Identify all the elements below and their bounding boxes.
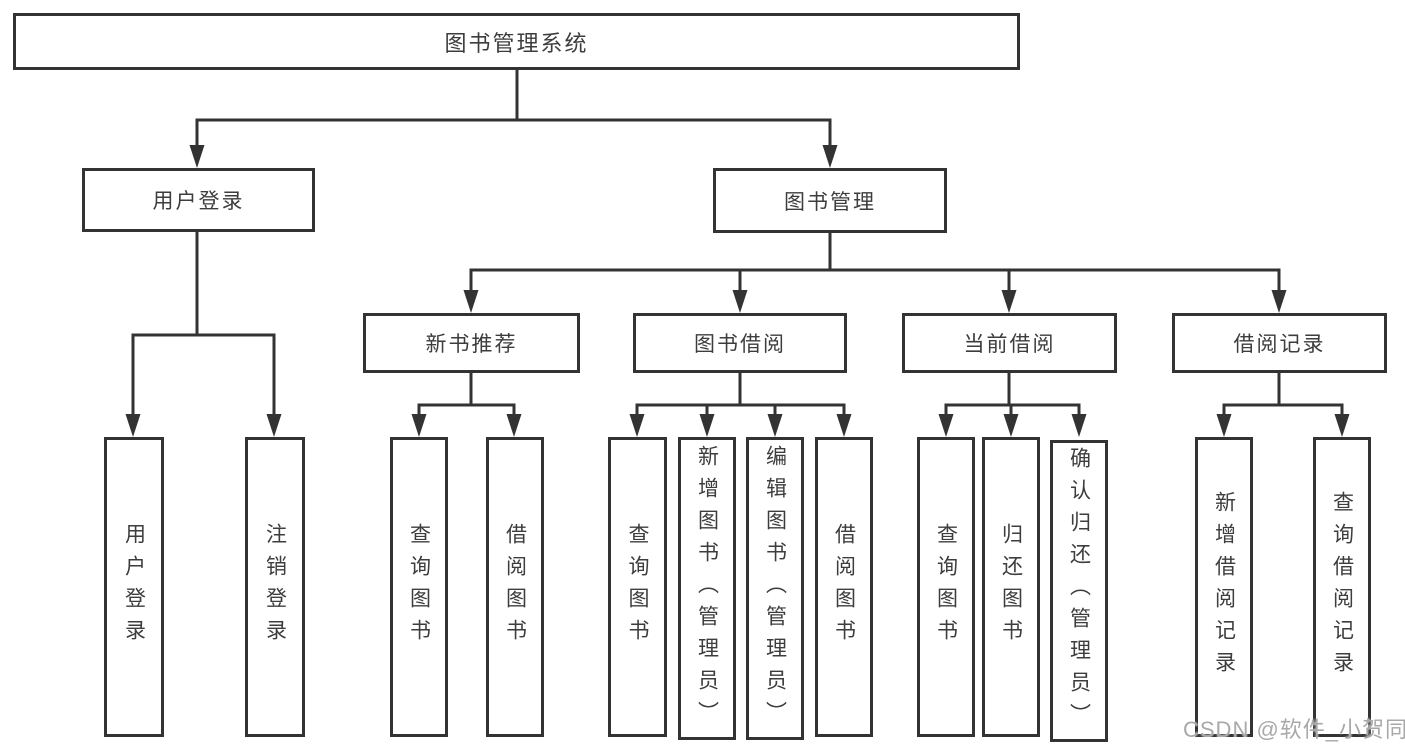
csdn-watermark: CSDN @软件_小贺同学	[1183, 717, 1405, 742]
node-borrow-records: 借阅记录	[1172, 313, 1387, 373]
node-new-book-recommendation: 新书推荐	[363, 313, 580, 373]
node-current-borrowing: 当前借阅	[902, 313, 1117, 373]
node-book-borrowing: 图书借阅	[633, 313, 847, 373]
leaf-nbr-query-books: 查询图书	[390, 437, 448, 737]
leaf-cb-confirm-return-admin: 确认归还（管理员）	[1050, 440, 1108, 742]
leaf-cb-query-books: 查询图书	[917, 437, 975, 737]
leaf-cb-return-books: 归还图书	[982, 437, 1040, 737]
node-user-login: 用户登录	[82, 168, 315, 232]
leaf-bb-borrow-books: 借阅图书	[815, 437, 873, 737]
node-book-management: 图书管理	[713, 168, 947, 233]
leaf-bb-add-books-admin: 新增图书（管理员）	[678, 437, 736, 740]
leaf-br-add-record: 新增借阅记录	[1195, 437, 1253, 737]
leaf-logout: 注销登录	[245, 437, 305, 737]
node-library-management-system: 图书管理系统	[13, 13, 1020, 70]
leaf-bb-edit-books-admin: 编辑图书（管理员）	[746, 437, 804, 740]
leaf-br-query-record: 查询借阅记录	[1313, 437, 1371, 737]
leaf-bb-query-books: 查询图书	[608, 437, 667, 737]
leaf-nbr-borrow-books: 借阅图书	[486, 437, 544, 737]
leaf-user-login: 用户登录	[104, 437, 164, 737]
